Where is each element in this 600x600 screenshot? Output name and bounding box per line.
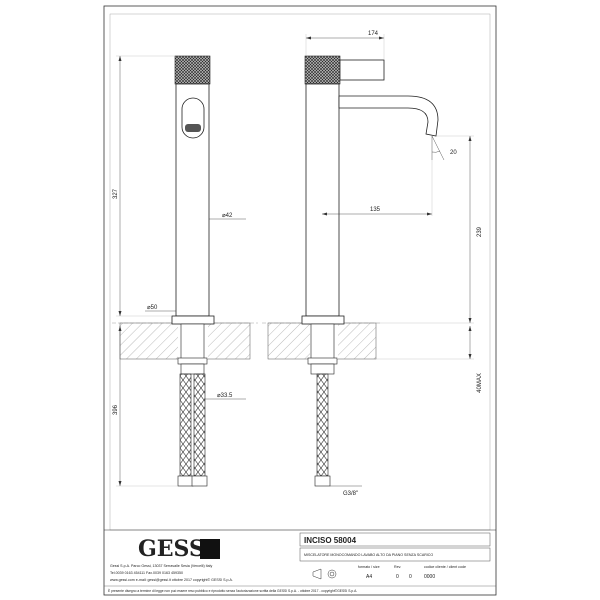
product-name: INCISO 58004 [304, 536, 357, 545]
dim-shank-dia: ⌀33.5 [217, 393, 233, 399]
dim-lower-height: 396 [113, 404, 119, 415]
front-shank [180, 323, 205, 361]
dim-width: 174 [368, 31, 379, 37]
inner-border [109, 13, 491, 531]
dim-body-dia: ⌀42 [222, 213, 233, 219]
product-description: MISCELATORE MONOCOMANDO LAVABO ALTO DA P… [304, 553, 433, 557]
side-knurled-cap [304, 55, 341, 85]
rev-value-2: 0 [409, 574, 412, 580]
front-knurled-cap [174, 55, 211, 85]
front-hose-right [193, 373, 206, 477]
side-hose [316, 373, 329, 477]
front-view: 327 396 ⌀42 ⌀50 ⌀33.5 [112, 55, 258, 487]
projection-symbol [312, 568, 337, 580]
side-spout [338, 95, 439, 137]
side-body [305, 83, 340, 317]
dim-reach: 135 [370, 207, 381, 213]
dim-max-thickness: 40MAX [477, 373, 483, 393]
company-web: www.gessi.com e-mail: gessi@gessi.it ott… [110, 578, 233, 582]
dim-hose-thread: G3/8" [343, 491, 358, 497]
dim-base-dia: ⌀50 [147, 305, 158, 311]
front-base [171, 315, 215, 325]
client-code-label: codice cliente / client code [424, 565, 466, 569]
dim-total-height: 327 [113, 188, 119, 199]
client-code-value: 0000 [424, 574, 435, 580]
dim-angle: 20 [450, 150, 457, 156]
rev-label: Rev. [394, 565, 401, 569]
side-lever [339, 59, 385, 81]
side-base [301, 315, 345, 325]
side-shank [310, 323, 335, 361]
title-block: GESSI Gessi S.p.A. Parco Gessi, 13037 Se… [104, 529, 496, 593]
company-phone: Tel.0039 0163 454111 Fax.0039 0163 45935… [110, 571, 183, 575]
format-label: formato / size [358, 565, 380, 569]
company-address: Gessi S.p.A. Parco Gessi, 13037 Serraval… [110, 564, 212, 568]
rev-value-1: 0 [396, 574, 399, 580]
dim-spout-height: 239 [477, 226, 483, 237]
sheet-border [103, 5, 497, 596]
legal-footer: È presente disegno a termine di legge no… [108, 588, 357, 593]
side-view: 174 20 135 239 40MAX G3/8" [262, 31, 483, 497]
front-hose-left [179, 373, 192, 477]
format-value: A4 [366, 574, 372, 580]
